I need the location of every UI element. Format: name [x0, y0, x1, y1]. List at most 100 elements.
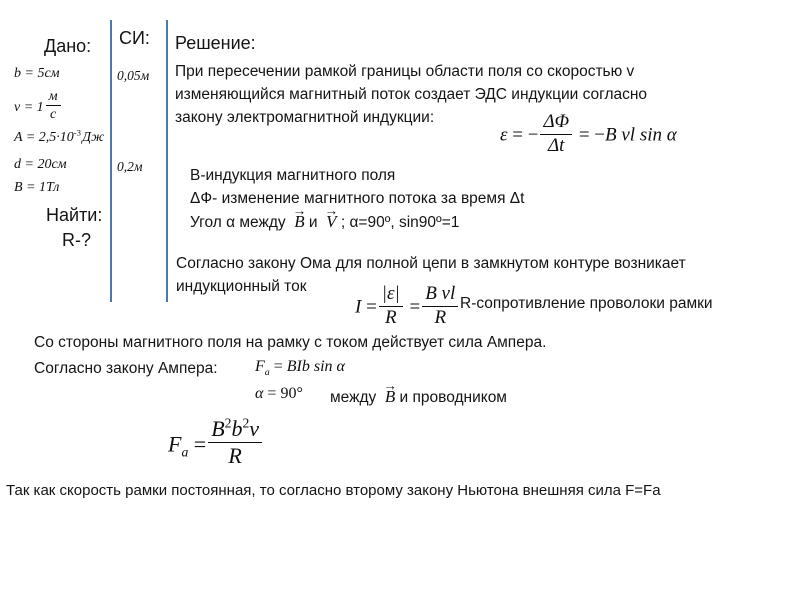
given-unit-bfield: Тл	[46, 180, 60, 195]
angle-line: Угол α между →B и →V ; α=90º, sin90º=1	[190, 204, 460, 234]
given-symbol-d: d	[14, 157, 21, 172]
emf-fraction-numerator: ΔΦ	[540, 111, 573, 135]
given-value-a: 2,5	[38, 130, 57, 145]
ampere-result-subscript: a	[181, 444, 189, 460]
emf-lhs: ε	[500, 124, 508, 146]
find-heading: Найти:	[46, 205, 103, 225]
resistance-note: R-сопротивление проволоки рамки	[460, 295, 713, 312]
ampere-result-num-v: v	[249, 416, 260, 441]
current-fraction-1-numerator: |ε|	[378, 283, 403, 307]
si-value-b: 0,05м	[117, 68, 150, 83]
current-equals-1: =	[366, 296, 377, 318]
given-base-a: 10	[59, 130, 74, 145]
ampere-angle-note-prefix: между	[330, 389, 377, 406]
given-eq-bfield: =	[26, 180, 36, 195]
ampere-law-equals: =	[273, 358, 283, 375]
ampere-result-denominator: R	[228, 442, 242, 468]
ampere-result-numerator: B2b2v	[208, 415, 263, 443]
given-mul-a: ·	[56, 130, 60, 145]
ampere-angle-lhs: α	[255, 385, 264, 402]
solution-intro-line-3: закону электромагнитной индукции:	[175, 109, 435, 126]
column-divider-si-solution	[166, 20, 168, 302]
si-value-d: 0,2м	[117, 159, 143, 174]
conclusion-line: Так как скорость рамки постоянная, то со…	[6, 482, 661, 499]
emf-minus-1: −	[527, 124, 539, 146]
find-value: R-?	[62, 230, 92, 250]
given-exponent-a: -3	[73, 127, 81, 138]
vector-b-inline: →B	[290, 204, 307, 231]
given-row-bfield: B = 1Тл	[14, 180, 59, 196]
ampere-vector-b-inline: →B	[381, 379, 397, 406]
given-unit-a: Дж	[82, 130, 105, 145]
given-symbol-v: v	[14, 99, 21, 115]
vector-arrow-v-icon: →	[324, 203, 339, 219]
ampere-result-num-b-exponent: 2	[224, 415, 232, 431]
solution-heading: Решение:	[175, 33, 256, 53]
given-eq-a: =	[25, 130, 36, 145]
current-fraction-1-denominator: R	[384, 306, 397, 328]
given-row-b: b = 5см	[14, 66, 60, 82]
given-symbol-b: b	[14, 66, 21, 81]
vector-v-label: V	[326, 212, 337, 231]
ampere-vector-b-label: B	[384, 387, 396, 406]
given-eq-d: =	[24, 157, 34, 172]
given-value-d: 20	[37, 157, 52, 172]
current-fraction-2-denominator: R	[434, 306, 447, 328]
vector-arrow-b-ampere-icon: →	[383, 378, 397, 394]
ampere-result-num-b: B	[211, 416, 225, 441]
given-heading: Дано:	[44, 36, 92, 56]
si-heading: СИ:	[119, 28, 150, 48]
ampere-angle-value: 90°	[280, 385, 303, 402]
ampere-result-num-bb: b	[231, 416, 243, 441]
given-eq-v: =	[23, 99, 34, 115]
angle-line-conjunction: и	[308, 214, 318, 231]
given-eq-b: =	[24, 66, 34, 81]
given-value-v: 1	[36, 99, 44, 115]
ampere-law-subscript: a	[264, 367, 270, 379]
angle-line-suffix: ; α=90º, sin90º=1	[340, 214, 460, 231]
definition-b: B-индукция магнитного поля	[190, 167, 396, 184]
column-divider-given-si	[110, 20, 112, 302]
given-value-bfield: 1	[39, 180, 47, 195]
given-row-a: A = 2,5·10-3 Дж	[14, 127, 105, 146]
current-fraction-1: |ε|R	[378, 283, 403, 328]
emf-equals-1: =	[512, 124, 523, 146]
given-row-d: d = 20см	[14, 157, 67, 173]
given-unit-v-numerator: м	[45, 89, 61, 107]
vector-b-label: B	[294, 212, 305, 231]
given-unit-v-denominator: с	[50, 107, 57, 123]
given-unit-b: см	[44, 66, 60, 81]
emf-equals-2: =	[578, 124, 590, 146]
emf-minus-2: −	[594, 124, 605, 146]
definition-flux: ΔФ- изменение магнитного потока за время…	[190, 190, 525, 207]
ampere-intro-line: Со стороны магнитного поля на рамку с то…	[34, 334, 547, 351]
angle-line-prefix: Угол α между	[190, 214, 286, 231]
ohm-line-2: индукционный ток	[176, 278, 307, 295]
ampere-law-lhs: F	[255, 358, 265, 375]
ampere-law-label: Согласно закону Ампера:	[34, 360, 218, 377]
vector-arrow-b-icon: →	[292, 203, 307, 219]
ampere-angle-note: между →B и проводником	[330, 379, 507, 409]
ampere-angle-formula: α = 90°	[255, 385, 303, 403]
vector-v-inline: →V	[322, 204, 339, 231]
solution-intro-line-2: изменяющийся магнитный поток создает ЭДС…	[175, 86, 648, 103]
emf-fraction-denominator: Δt	[548, 134, 565, 156]
ampere-law-formula: Fa = BIb sin α	[255, 358, 345, 379]
given-symbol-bfield: B	[14, 180, 23, 195]
ampere-angle-equals: =	[267, 385, 277, 402]
current-fraction-2-numerator: B vl	[422, 283, 459, 307]
ampere-result-num-bb-exponent: 2	[242, 415, 250, 431]
ampere-result-lhs: F	[168, 431, 182, 457]
ohm-line-1: Согласно закону Ома для полной цепи в за…	[176, 255, 686, 272]
given-value-b: 5	[37, 66, 45, 81]
ampere-angle-note-suffix: и проводником	[399, 389, 507, 406]
